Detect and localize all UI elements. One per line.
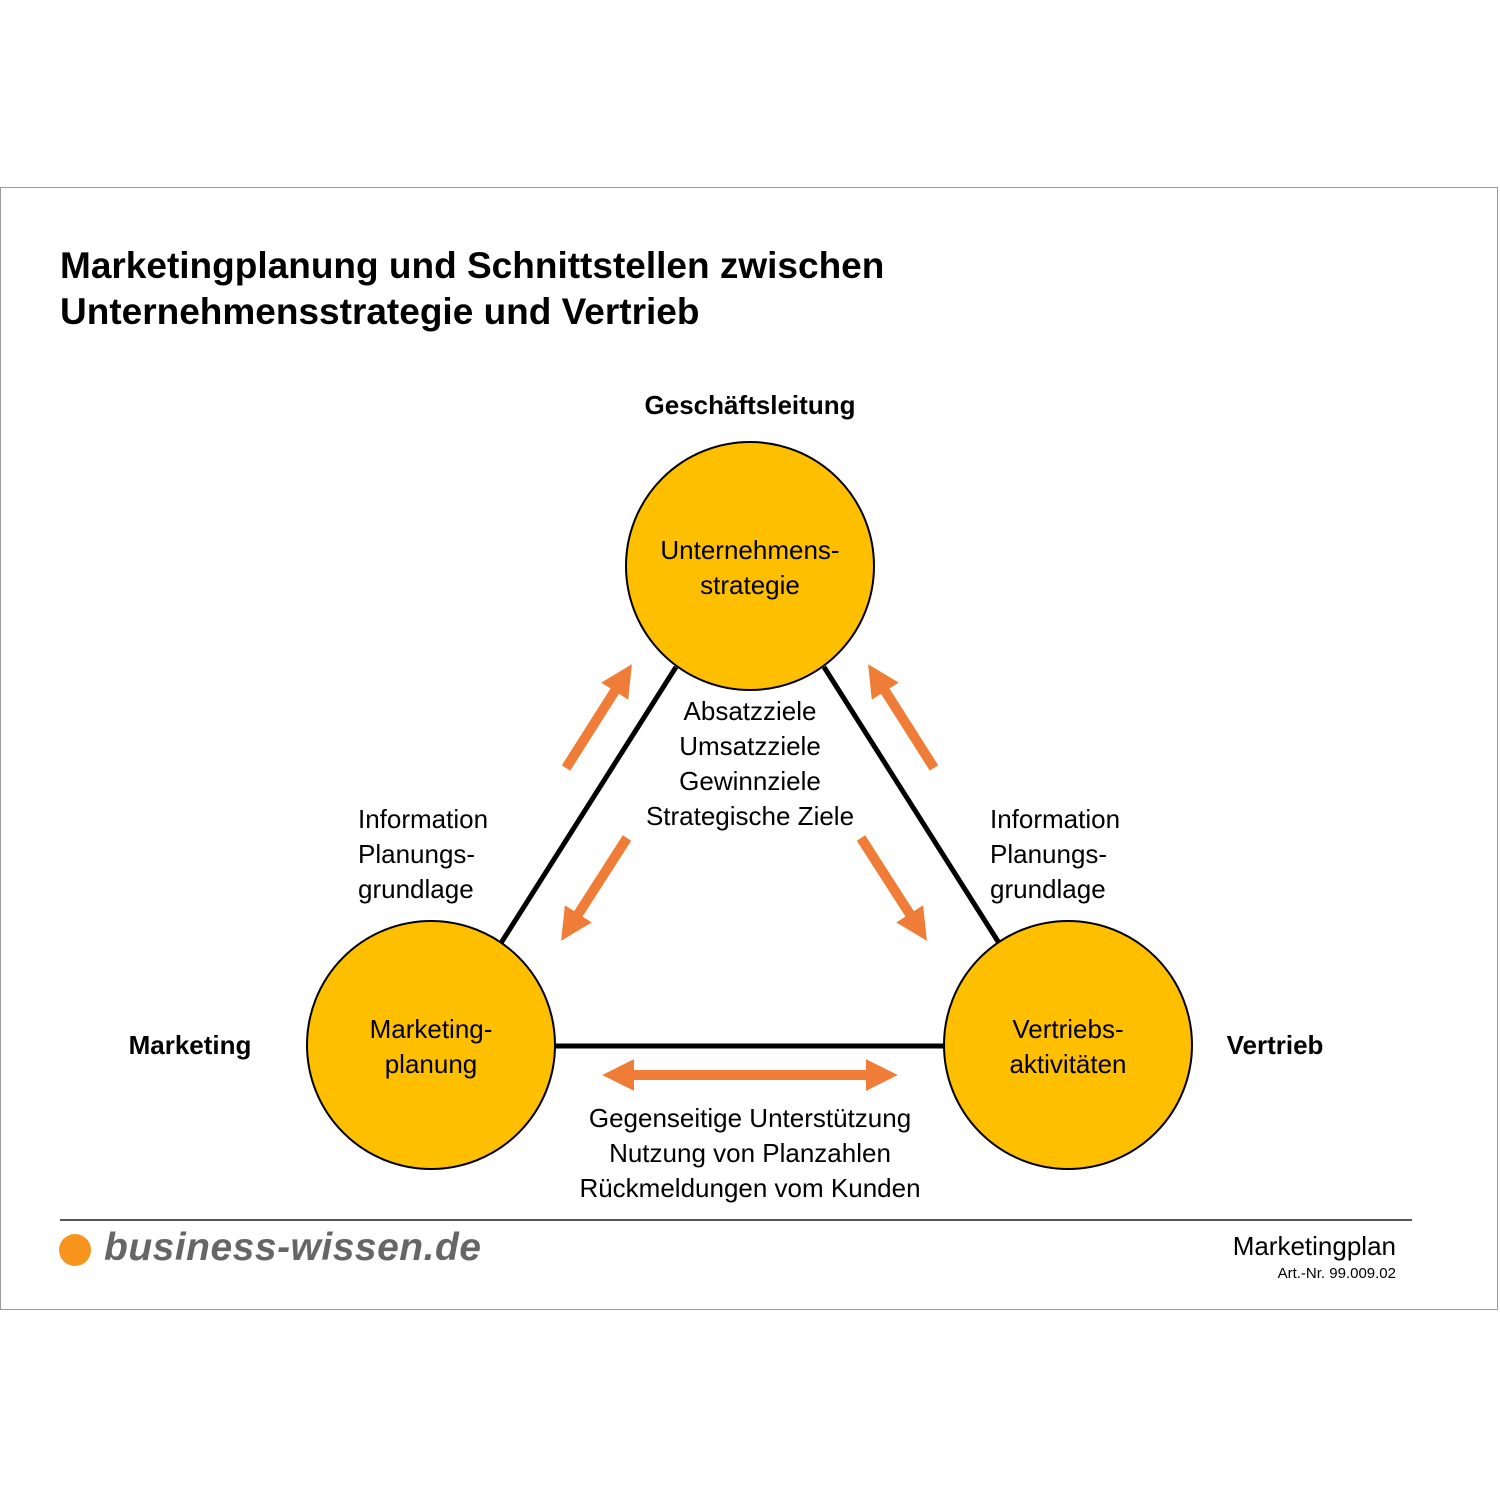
bottom-line-2: Nutzung von Planzahlen xyxy=(609,1138,891,1168)
node-left-line-2: planung xyxy=(384,1049,478,1079)
brand-logo[interactable]: business-wissen.de xyxy=(104,1226,482,1269)
center-line-3: Gewinnziele xyxy=(679,766,821,796)
node-top-line-2: strategie xyxy=(700,570,800,600)
left-info-line-3: grundlage xyxy=(358,874,474,904)
article-number: Art.-Nr. 99.009.02 xyxy=(1277,1265,1396,1282)
edge-left xyxy=(498,665,679,945)
role-right-label: Vertrieb xyxy=(1226,1030,1324,1060)
node-right-line-2: aktivitäten xyxy=(1009,1049,1127,1079)
arrow-right-up xyxy=(868,664,939,771)
left-info-line-2: Planungs- xyxy=(358,839,476,869)
edge-right xyxy=(821,665,1002,945)
bottom-line-1: Gegenseitige Unterstützung xyxy=(588,1103,912,1133)
node-right-line-1: Vertriebs- xyxy=(1012,1014,1124,1044)
right-info-text: Information Planungs- grundlage xyxy=(990,802,1190,907)
node-top-label: Unternehmens- strategie xyxy=(630,533,870,603)
center-line-2: Umsatzziele xyxy=(679,731,821,761)
title-line-1: Marketingplanung und Schnittstellen zwis… xyxy=(60,245,885,286)
right-info-line-1: Information xyxy=(990,804,1121,834)
arrow-left-down xyxy=(561,835,632,941)
arrow-right-down xyxy=(856,835,927,941)
node-circle-right xyxy=(943,920,1193,1170)
node-top-line-1: Unternehmens- xyxy=(660,535,840,565)
right-info-line-3: grundlage xyxy=(990,874,1106,904)
left-info-line-1: Information xyxy=(358,804,489,834)
role-top-label: Geschäftsleitung xyxy=(644,390,856,420)
page-title: Marketingplanung und Schnittstellen zwis… xyxy=(60,243,884,335)
center-goals-text: Absatzziele Umsatzziele Gewinnziele Stra… xyxy=(600,694,900,834)
product-title: Marketingplan xyxy=(1232,1231,1396,1261)
node-left-label: Marketing- planung xyxy=(311,1012,551,1082)
bottom-line-3: Rückmeldungen vom Kunden xyxy=(579,1173,921,1203)
role-left-label: Marketing xyxy=(128,1030,252,1060)
bottom-support-text: Gegenseitige Unterstützung Nutzung von P… xyxy=(525,1101,975,1206)
right-info-line-2: Planungs- xyxy=(990,839,1108,869)
node-left-line-1: Marketing- xyxy=(369,1014,493,1044)
center-line-1: Absatzziele xyxy=(683,696,817,726)
node-right-label: Vertriebs- aktivitäten xyxy=(948,1012,1188,1082)
center-line-4: Strategische Ziele xyxy=(645,801,855,831)
footer-divider xyxy=(60,1219,1412,1221)
logo-dot-icon xyxy=(59,1234,91,1266)
title-line-2: Unternehmensstrategie und Vertrieb xyxy=(60,291,700,332)
node-circle-left xyxy=(306,920,556,1170)
node-circle-top xyxy=(625,441,875,691)
left-info-text: Information Planungs- grundlage xyxy=(358,802,558,907)
arrow-left-up xyxy=(561,664,632,771)
slide-frame xyxy=(0,187,1498,1310)
